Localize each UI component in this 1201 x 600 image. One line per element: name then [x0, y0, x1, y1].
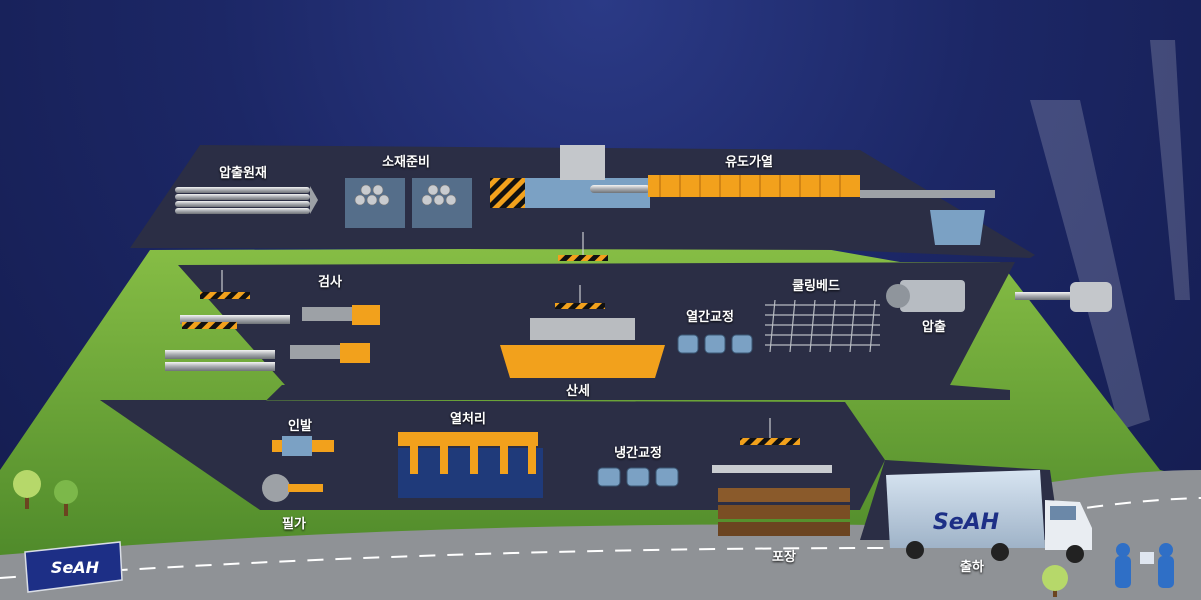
step-label-packing: 포장	[772, 550, 796, 565]
inspection-stations	[165, 270, 380, 371]
step-label-drawing: 인발	[288, 419, 312, 434]
step-label-material-prep: 소재준비	[382, 155, 430, 170]
road	[0, 470, 1201, 600]
step-label-inspection: 검사	[318, 275, 342, 290]
step-label-hot-straightening: 열간교정	[686, 310, 734, 325]
truck-brand-text: SeAH	[932, 510, 1000, 535]
packing-crates	[712, 418, 850, 536]
step-label-cooling-bed: 쿨링베드	[792, 279, 840, 294]
background-light-streaks	[1030, 40, 1190, 430]
trees	[13, 470, 1068, 597]
raw-material-pipes	[175, 186, 318, 214]
step-label-heat-treatment: 열처리	[450, 412, 486, 427]
heat-treatment-furnace	[398, 432, 543, 498]
step-label-extrusion: 압출	[922, 320, 946, 335]
step-label-raw-material: 압출원재	[219, 166, 267, 181]
step-label-shipping: 출하	[960, 560, 984, 575]
pilger-mill	[262, 474, 323, 502]
cold-straightening-rollers	[597, 467, 679, 487]
step-label-cold-straightening: 냉간교정	[614, 446, 662, 461]
cooling-bed	[765, 299, 880, 353]
pickling-tank	[500, 232, 665, 378]
drawing-bench	[272, 436, 334, 456]
shipping-truck	[886, 470, 1092, 563]
step-label-induction-heating: 유도가열	[725, 155, 773, 170]
hot-straightening-rollers	[677, 334, 753, 354]
road-center-line	[0, 497, 1201, 579]
material-prep-racks	[345, 178, 472, 228]
step-label-pickling: 산세	[566, 384, 590, 399]
logo-sign	[24, 541, 123, 593]
extrusion-press	[886, 280, 1112, 312]
workers	[1115, 543, 1174, 588]
step-label-pilger: 필가	[282, 517, 306, 532]
induction-heating-line	[490, 145, 995, 245]
logo-sign-text: SeAH	[50, 558, 100, 577]
